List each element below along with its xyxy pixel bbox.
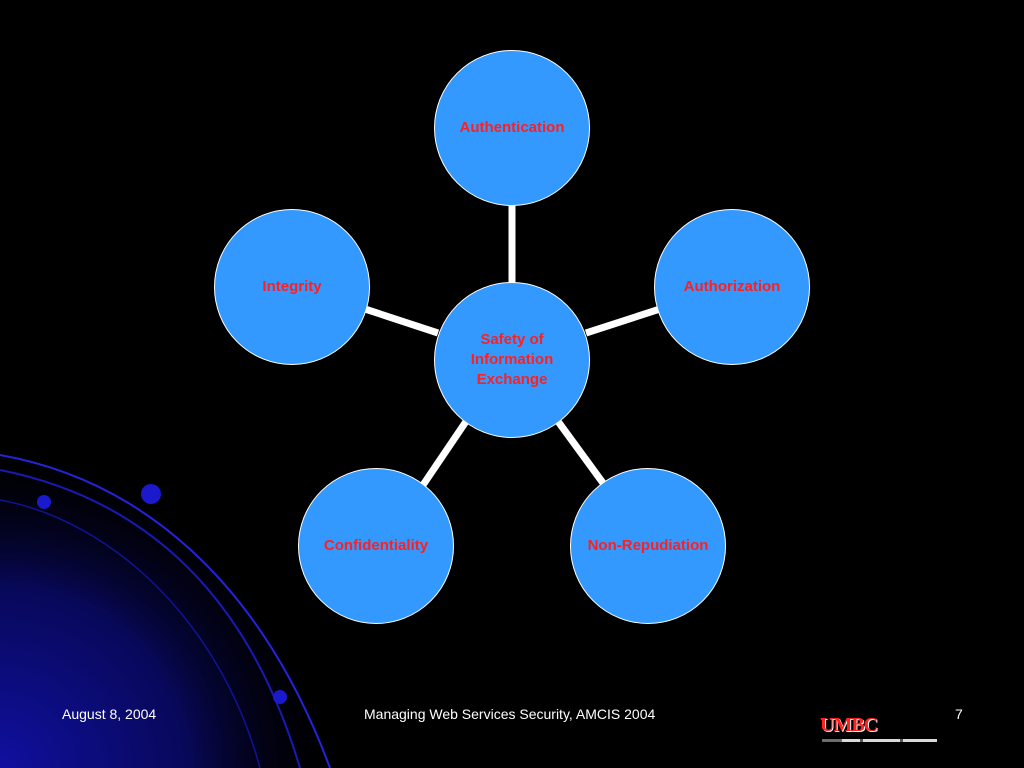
node-authentication: Authentication	[434, 50, 590, 206]
footer-title: Managing Web Services Security, AMCIS 20…	[364, 706, 656, 722]
node-non-repudiation: Non-Repudiation	[570, 468, 726, 624]
node-confidentiality: Confidentiality	[298, 468, 454, 624]
deco-dot	[141, 484, 161, 504]
umbc-logo-text: UMBC	[820, 714, 878, 736]
node-authorization-label: Authorization	[683, 278, 781, 295]
node-integrity: Integrity	[214, 209, 370, 365]
connector-confidentiality	[420, 418, 470, 487]
connector-authorization	[584, 305, 662, 337]
node-integrity-label: Integrity	[262, 278, 322, 295]
node-authentication-label: Authentication	[459, 119, 565, 136]
node-non-repudiation-label: Non-Repudiation	[587, 537, 709, 554]
connector-non-repudiation	[554, 417, 606, 486]
center-node-label: Safety of Information Exchange	[470, 331, 554, 388]
umbc-logo: UMBC	[820, 714, 940, 746]
footer-page-number: 7	[955, 706, 963, 722]
node-authorization: Authorization	[654, 209, 810, 365]
umbc-logo-tagline-mark	[822, 739, 937, 742]
deco-dot	[273, 690, 287, 704]
center-node: Safety of Information Exchange	[434, 282, 590, 438]
connector-integrity	[363, 305, 440, 337]
footer-date: August 8, 2004	[62, 706, 157, 722]
node-confidentiality-label: Confidentiality	[323, 537, 429, 554]
deco-dot	[37, 495, 51, 509]
